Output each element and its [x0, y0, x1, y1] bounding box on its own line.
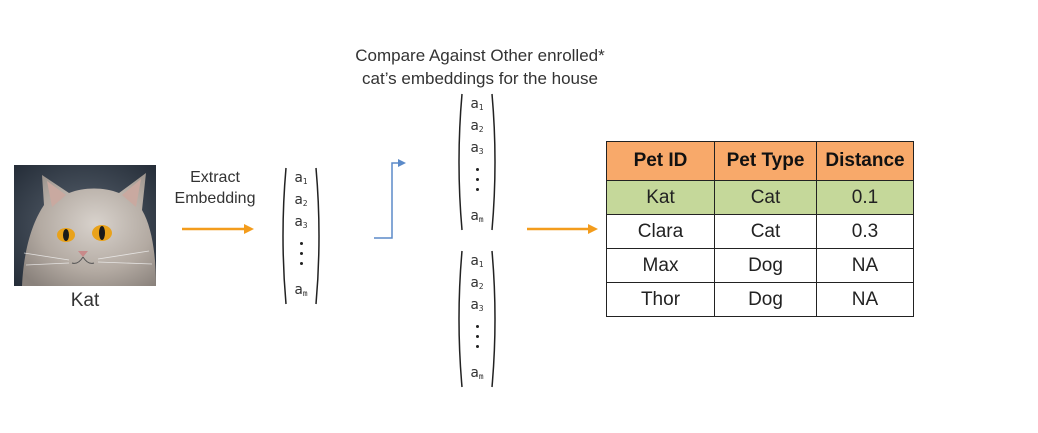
cell-pet-id: Kat: [606, 180, 715, 215]
vector-ellipsis: [454, 325, 500, 348]
cell-pet-id: Max: [606, 248, 715, 283]
vector-brackets: [458, 93, 496, 231]
vector-brackets: [458, 250, 496, 388]
vector-entry-a1: a1: [470, 96, 484, 112]
cell-distance: 0.1: [816, 180, 914, 215]
extract-label-line1: Extract: [190, 169, 240, 186]
cell-pet-type: Cat: [714, 214, 817, 249]
vector-entry-am: am: [470, 365, 484, 381]
cell-distance: NA: [816, 248, 914, 283]
header-pet-id: Pet ID: [606, 141, 715, 181]
vector-entry-a2: a2: [294, 192, 308, 208]
compare-label: Compare Against Other enrolled* cat’s em…: [330, 44, 630, 90]
vector-entry-a1: a1: [470, 253, 484, 269]
vector-entry-am: am: [470, 208, 484, 224]
vector-ellipsis: [454, 168, 500, 191]
cell-pet-type: Cat: [714, 180, 817, 215]
extract-label-line2: Embedding: [174, 190, 256, 207]
vector-entry-a3: a3: [470, 140, 484, 156]
vector-entry-a2: a2: [470, 275, 484, 291]
pet-distance-table: Pet ID Pet Type Distance Kat Cat 0.1 Cla…: [606, 141, 914, 317]
vector-entry-a3: a3: [470, 297, 484, 313]
table-row: Thor Dog NA: [606, 282, 914, 317]
compare-label-line1: Compare Against Other enrolled*: [355, 46, 605, 65]
table-header-row: Pet ID Pet Type Distance: [606, 141, 914, 181]
vector-entry-am: am: [294, 282, 308, 298]
vector-entry-a2: a2: [470, 118, 484, 134]
cat-photo: [14, 165, 156, 286]
vector-ellipsis: [278, 242, 324, 265]
header-distance: Distance: [816, 141, 914, 181]
vector-entry-a3: a3: [294, 214, 308, 230]
result-arrow: [527, 224, 598, 234]
table-row: Max Dog NA: [606, 248, 914, 283]
compare-connector-arrow: [374, 159, 406, 239]
enrolled-embedding-vector-2: a1 a2 a3 am: [454, 249, 500, 389]
vector-brackets: [282, 167, 320, 305]
cell-pet-type: Dog: [714, 248, 817, 283]
extract-embedding-label: Extract Embedding: [165, 167, 265, 209]
vector-entry-a1: a1: [294, 170, 308, 186]
compare-label-line2: cat’s embeddings for the house: [362, 69, 598, 88]
cat-caption: Kat: [70, 290, 100, 311]
cell-distance: NA: [816, 282, 914, 317]
table-row-match: Kat Cat 0.1: [606, 180, 914, 215]
cell-pet-id: Thor: [606, 282, 715, 317]
table-row: Clara Cat 0.3: [606, 214, 914, 249]
header-pet-type: Pet Type: [714, 141, 817, 181]
enrolled-embedding-vector-1: a1 a2 a3 am: [454, 92, 500, 232]
embedding-vector-kat: a1 a2 a3 am: [278, 166, 324, 306]
extract-arrow: [182, 224, 254, 234]
cell-distance: 0.3: [816, 214, 914, 249]
cell-pet-type: Dog: [714, 282, 817, 317]
cell-pet-id: Clara: [606, 214, 715, 249]
